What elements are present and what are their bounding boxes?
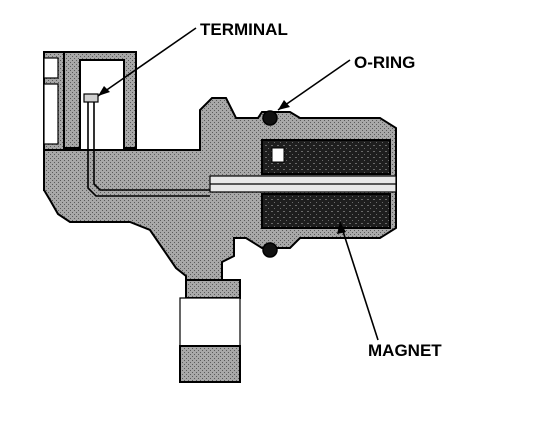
magnet-label: MAGNET (368, 341, 442, 360)
o-ring-label: O-RING (354, 53, 415, 72)
o-ring-leader (277, 59, 351, 111)
magnet-leader (337, 221, 379, 341)
o-ring-lower (262, 242, 278, 258)
magnet-coil-lower (261, 193, 391, 229)
center-shaft (209, 175, 397, 193)
terminal-label: TERMINAL (200, 20, 288, 39)
o-ring-upper (262, 110, 278, 126)
magnet-coil-upper (261, 139, 391, 175)
terminal-wire (83, 93, 210, 197)
terminal-leader (97, 27, 197, 97)
